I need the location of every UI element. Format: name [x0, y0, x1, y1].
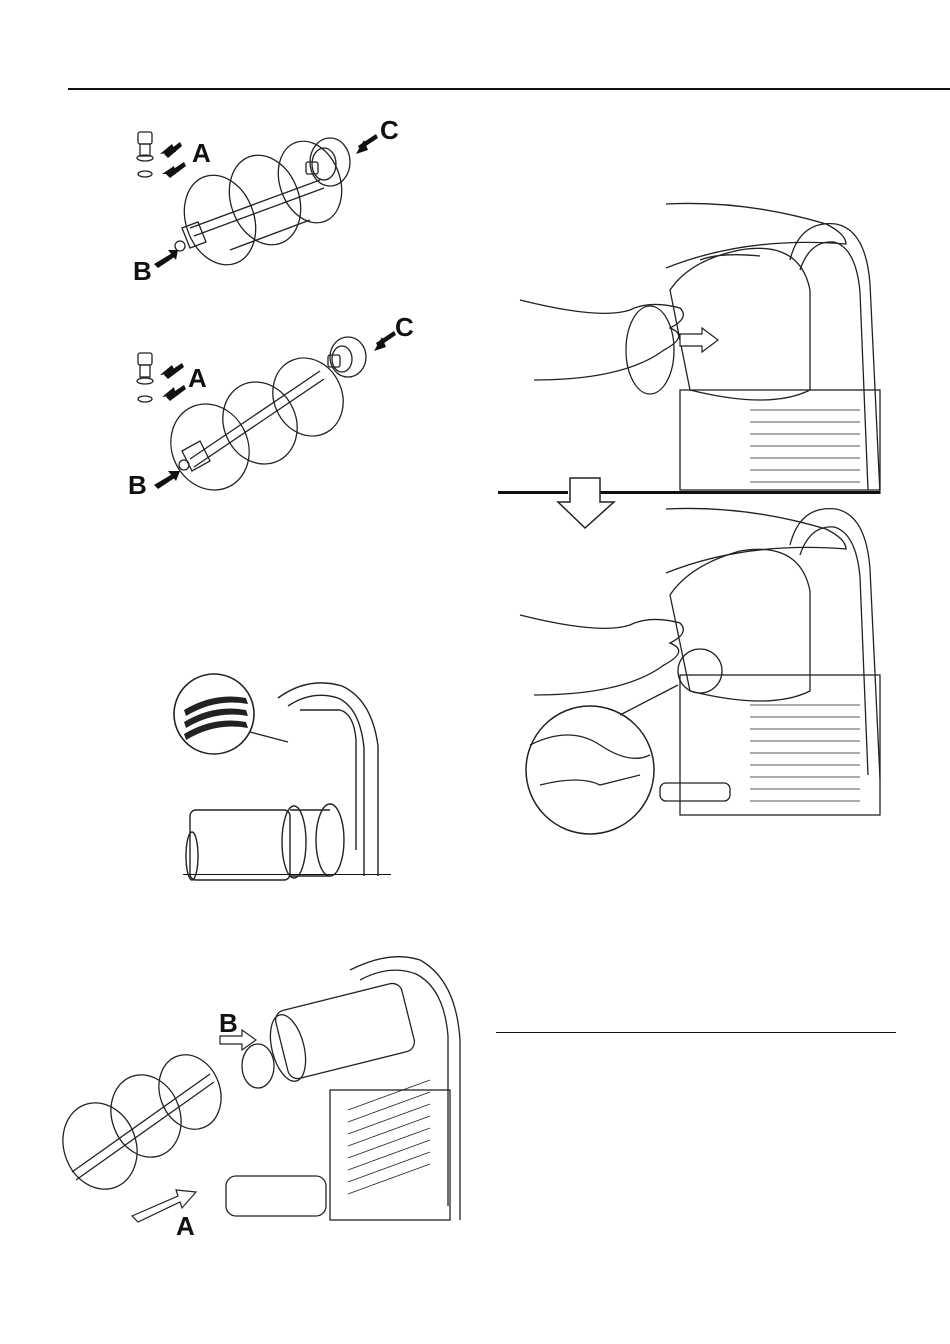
- label-b-reassembly: B: [219, 1010, 238, 1036]
- label-a-bottom: A: [188, 365, 207, 391]
- auger-exploded-figure-bottom: [120, 325, 420, 505]
- bowl-removal-figure-top: [500, 200, 885, 495]
- section-divider-rule: [496, 1032, 896, 1033]
- label-b-top: B: [133, 258, 152, 284]
- gasket-detail-figure: [170, 670, 400, 880]
- gasket-figure-bottom-edge: [183, 874, 391, 875]
- step-divider-right: [598, 491, 880, 494]
- label-c-bottom: C: [395, 314, 414, 340]
- label-c-top: C: [380, 117, 399, 143]
- header-rule: [68, 88, 950, 90]
- auger-exploded-figure-top: [120, 110, 420, 290]
- label-a-reassembly: A: [176, 1213, 195, 1239]
- label-b-bottom: B: [128, 472, 147, 498]
- reassembly-figure: [60, 940, 470, 1250]
- label-a-top: A: [192, 140, 211, 166]
- bowl-removal-figure-bottom: [500, 505, 885, 835]
